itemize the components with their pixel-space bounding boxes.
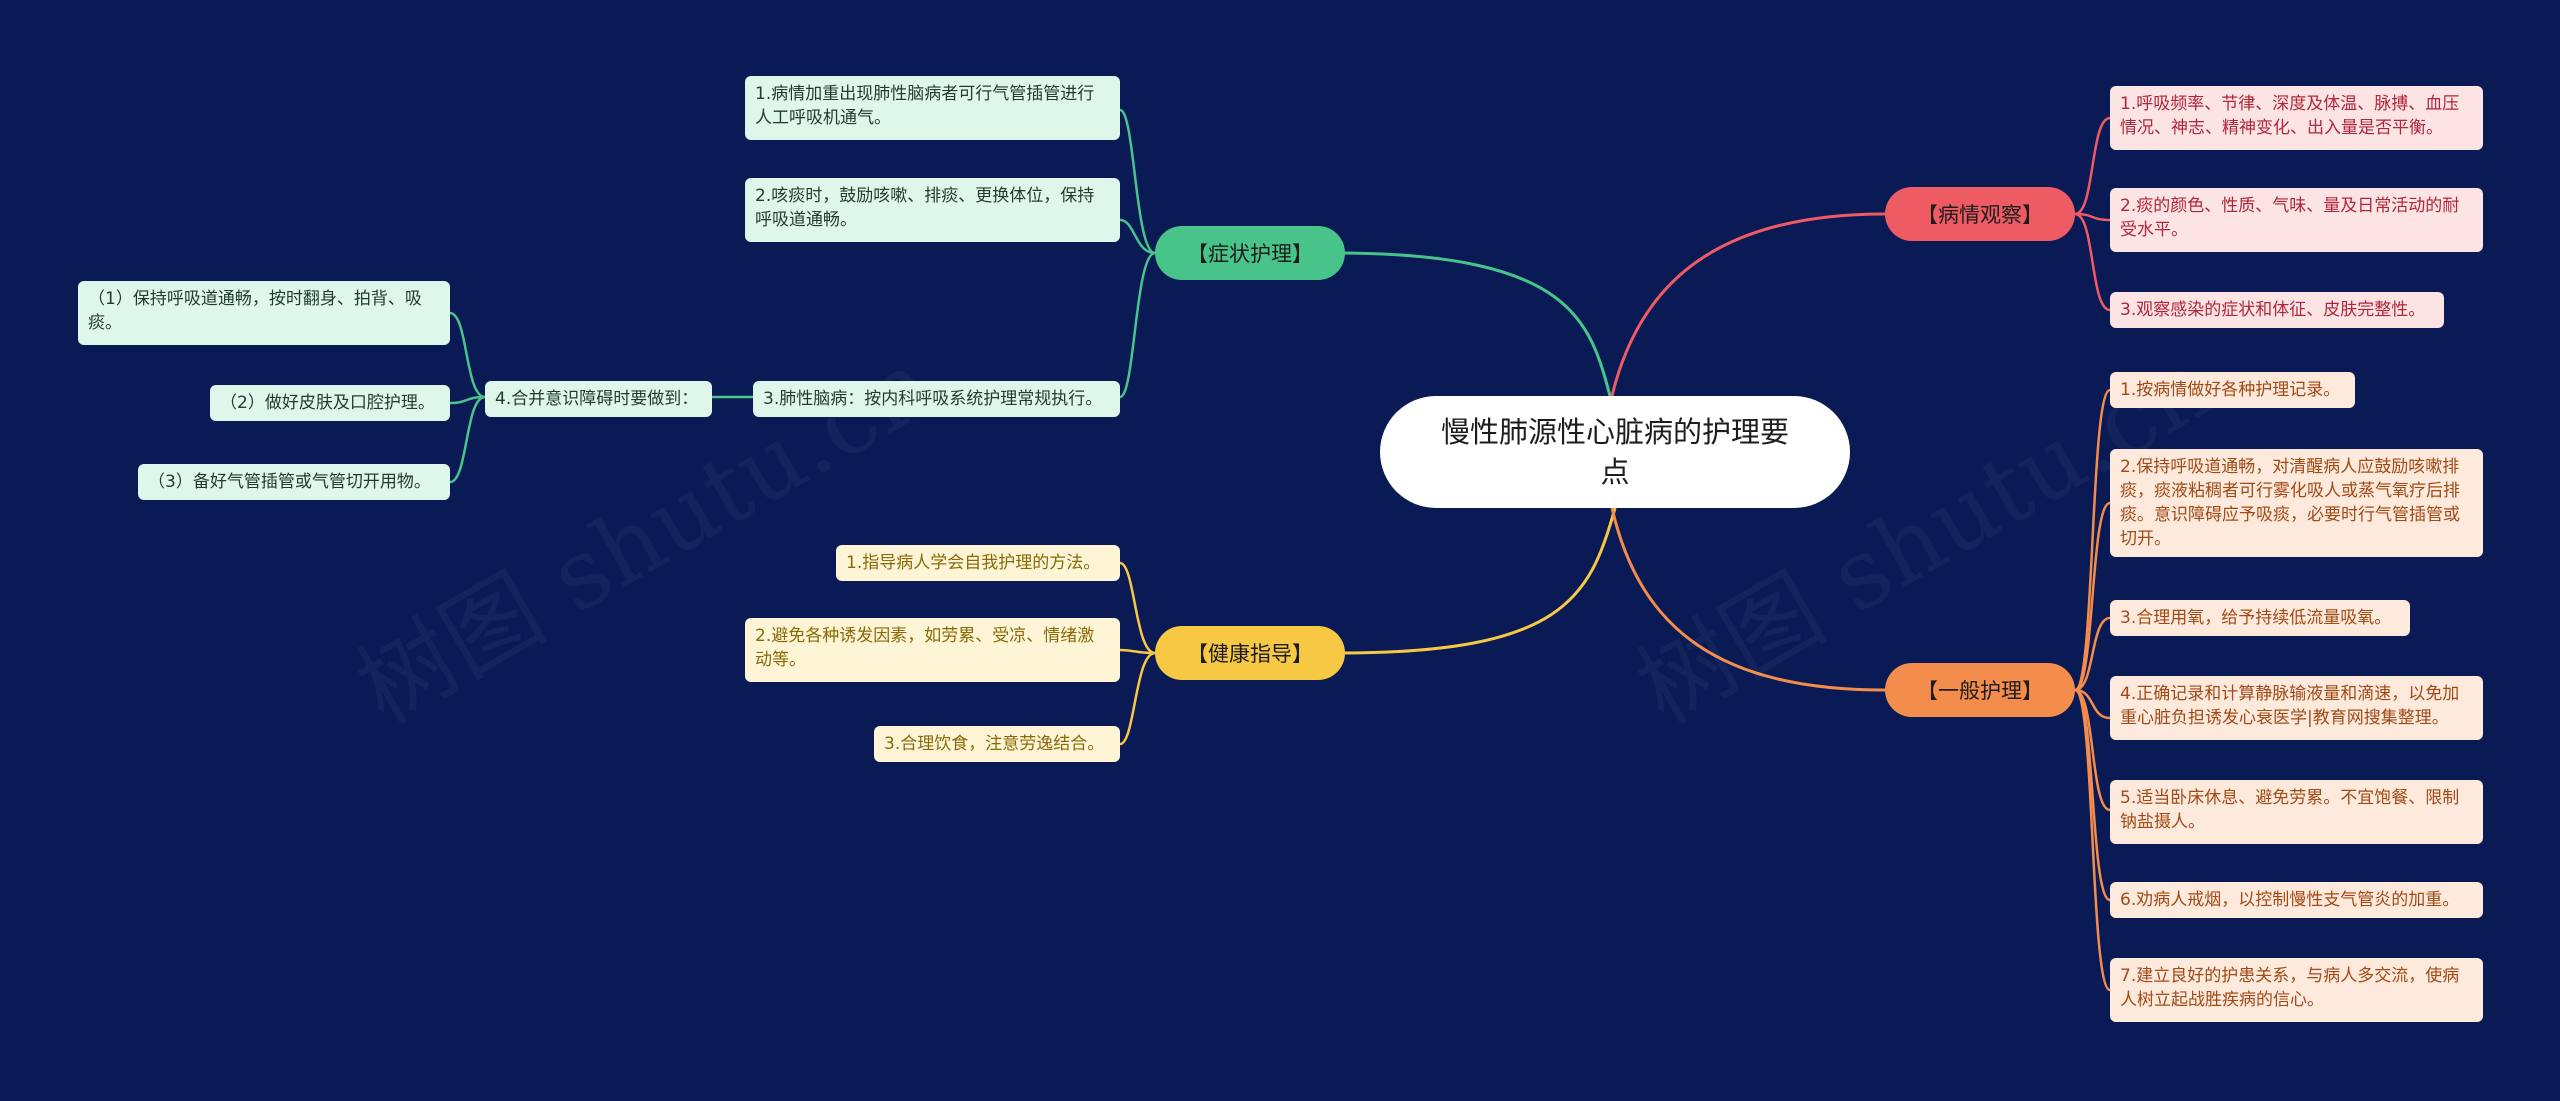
observe-item-2[interactable]: 2.痰的颜色、性质、气味、量及日常活动的耐受水平。 (2110, 188, 2483, 252)
branch-general-care[interactable]: 【一般护理】 (1885, 663, 2075, 717)
root-node[interactable]: 慢性肺源性心脏病的护理要点 (1380, 396, 1850, 508)
general-item-5[interactable]: 5.适当卧床休息、避免劳累。不宜饱餐、限制钠盐摄人。 (2110, 780, 2483, 844)
general-item-6[interactable]: 6.劝病人戒烟，以控制慢性支气管炎的加重。 (2110, 882, 2483, 918)
symptom-item-2[interactable]: 2.咳痰时，鼓励咳嗽、排痰、更换体位，保持呼吸道通畅。 (745, 178, 1120, 242)
symptom-subitem-2[interactable]: （2）做好皮肤及口腔护理。 (210, 385, 450, 421)
symptom-item-4[interactable]: 4.合并意识障碍时要做到： (485, 381, 712, 417)
symptom-item-1[interactable]: 1.病情加重出现肺性脑病者可行气管插管进行人工呼吸机通气。 (745, 76, 1120, 140)
observe-item-1[interactable]: 1.呼吸频率、节律、深度及体温、脉搏、血压情况、神志、精神变化、出入量是否平衡。 (2110, 86, 2483, 150)
branch-symptom-care[interactable]: 【症状护理】 (1155, 226, 1345, 280)
symptom-subitem-1[interactable]: （1）保持呼吸道通畅，按时翻身、拍背、吸痰。 (78, 281, 450, 345)
health-item-2[interactable]: 2.避免各种诱发因素，如劳累、受凉、情绪激动等。 (745, 618, 1120, 682)
symptom-subitem-3[interactable]: （3）备好气管插管或气管切开用物。 (138, 464, 450, 500)
health-item-1[interactable]: 1.指导病人学会自我护理的方法。 (836, 545, 1120, 581)
observe-item-3[interactable]: 3.观察感染的症状和体征、皮肤完整性。 (2110, 292, 2444, 328)
symptom-item-3[interactable]: 3.肺性脑病：按内科呼吸系统护理常规执行。 (753, 381, 1120, 417)
general-item-1[interactable]: 1.按病情做好各种护理记录。 (2110, 372, 2355, 408)
health-item-3[interactable]: 3.合理饮食，注意劳逸结合。 (874, 726, 1120, 762)
general-item-7[interactable]: 7.建立良好的护患关系，与病人多交流，使病人树立起战胜疾病的信心。 (2110, 958, 2483, 1022)
general-item-3[interactable]: 3.合理用氧，给予持续低流量吸氧。 (2110, 600, 2410, 636)
general-item-2[interactable]: 2.保持呼吸道通畅，对清醒病人应鼓励咳嗽排痰，痰液粘稠者可行雾化吸人或蒸气氧疗后… (2110, 449, 2483, 557)
branch-health-guidance[interactable]: 【健康指导】 (1155, 626, 1345, 680)
general-item-4[interactable]: 4.正确记录和计算静脉输液量和滴速，以免加重心脏负担诱发心衰医学|教育网搜集整理… (2110, 676, 2483, 740)
branch-condition-observation[interactable]: 【病情观察】 (1885, 187, 2075, 241)
